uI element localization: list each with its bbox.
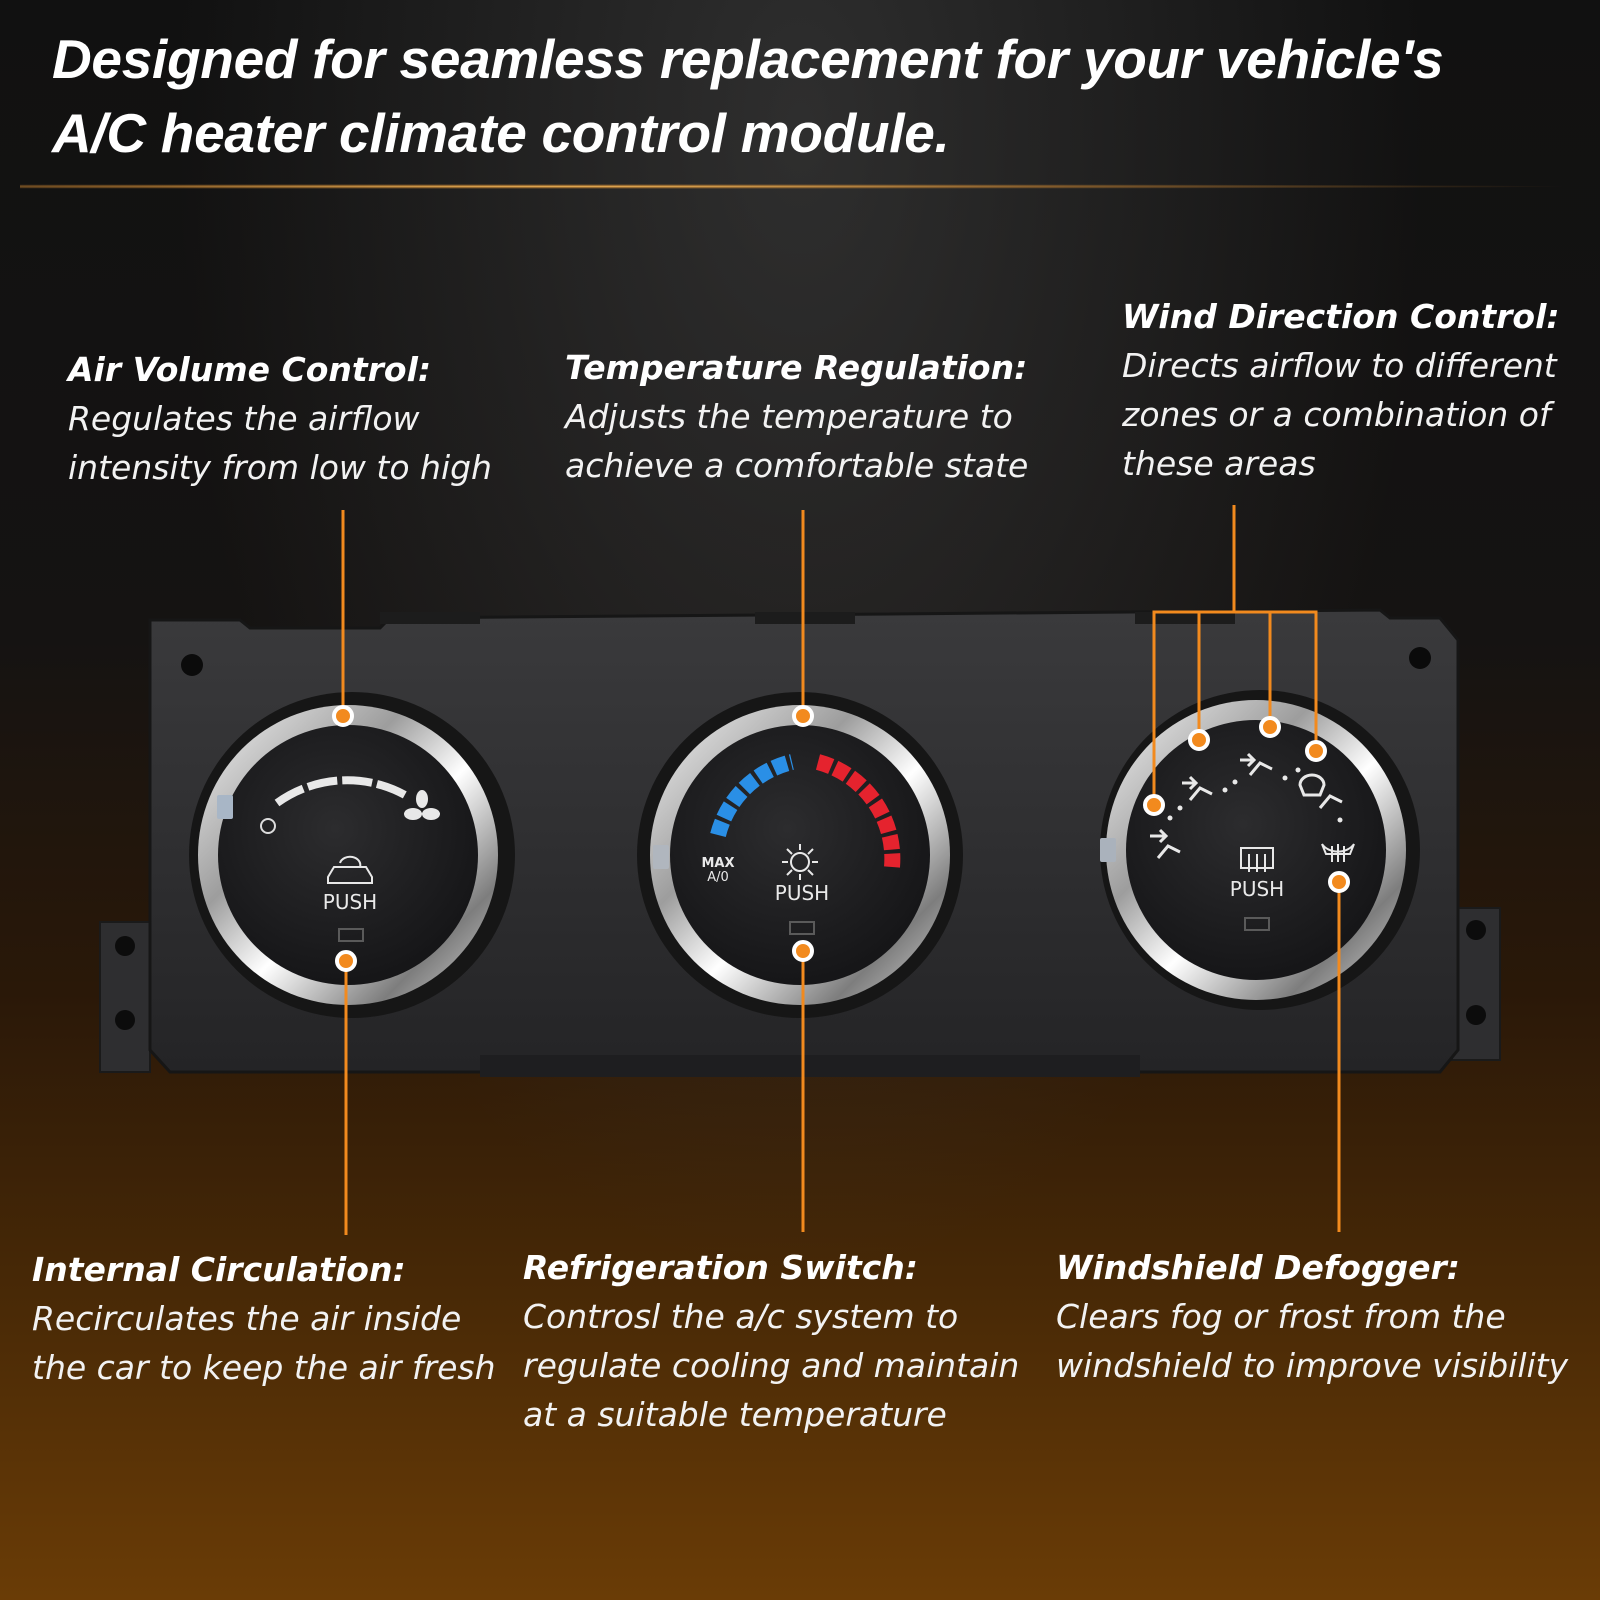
max-ac-label: MAX [701,856,734,871]
fan-speed-scale [274,776,407,807]
bottom-lip [480,1055,1140,1077]
knob-indicator [217,795,233,819]
callout-temperature: Temperature Regulation: Adjusts the temp… [565,344,1028,490]
callout-title: Windshield Defogger: [1056,1248,1460,1287]
headline: Designed for seamless replacement for yo… [52,22,1572,170]
dot-mix-vent [1305,740,1327,762]
callout-refrigeration: Refrigeration Switch: Controsl the a/c s… [523,1244,1019,1439]
airflow-direction-icons [1150,752,1343,859]
mount-hole [181,654,203,676]
callout-body: Adjusts the temperature to achieve a com… [565,397,1029,485]
callout-body: Directs airflow to different zones or a … [1122,346,1557,483]
hot-scale [815,754,901,868]
recirculation-car-icon [327,855,373,884]
panel-vent-icon [1150,828,1169,844]
snowflake-sun-icon [782,844,818,880]
headline-line-1: Designed for seamless replacement for yo… [52,28,1444,90]
callout-defogger: Windshield Defogger: Clears fog or frost… [1056,1244,1568,1390]
callout-wind-direction: Wind Direction Control: Directs airflow … [1122,293,1560,488]
detent-dots [1167,767,1343,823]
bracket-hole [1466,920,1486,940]
left-bracket [99,921,151,1073]
knob-indicator [653,845,669,869]
led-indicator [1244,917,1270,931]
dot-air-volume [332,705,354,727]
wind-direction-knob[interactable]: PUSH [1100,690,1420,1010]
bracket-hole [115,936,135,956]
callout-title: Temperature Regulation: [565,348,1028,387]
callout-title: Internal Circulation: [32,1250,406,1289]
push-label: PUSH [1230,877,1284,901]
gold-divider [20,184,1580,189]
callout-title: Air Volume Control: [68,350,432,389]
mount-hole [1409,647,1431,669]
callout-title: Refrigeration Switch: [523,1248,918,1287]
rear-defrost-icon [1240,847,1274,872]
callout-body: Clears fog or frost from the windshield … [1056,1297,1569,1385]
callout-internal-circulation: Internal Circulation: Recirculates the a… [32,1246,496,1392]
max-ac-sublabel: A/0 [707,870,729,885]
callout-air-volume: Air Volume Control: Regulates the airflo… [68,346,492,492]
dot-temperature [792,705,814,727]
callout-body: Regulates the airflow intensity from low… [68,399,492,487]
led-indicator [338,928,364,942]
knob-indicator [1100,838,1116,862]
top-tab [380,612,480,624]
top-tab [1135,612,1235,624]
bracket-hole [115,1010,135,1030]
headline-line-2: A/C heater climate control module. [52,102,950,164]
dot-panel-vent [1143,794,1165,816]
callout-body: Recirculates the air inside the car to k… [32,1299,496,1387]
fan-off-icon [260,818,276,834]
dot-internal-circulation [335,950,357,972]
push-label: PUSH [323,890,377,914]
leader-wind-branches [1152,610,1318,803]
cold-scale [710,754,795,838]
callout-dots [332,705,1350,972]
mix-defrost-icon [1298,773,1326,797]
mix-vent-icon [1318,794,1343,809]
callout-title: Wind Direction Control: [1122,297,1560,336]
dot-bilevel-vent [1188,729,1210,751]
dot-refrigeration [792,940,814,962]
floor-vent-icon [1248,761,1273,776]
led-indicator [789,921,815,935]
push-label: PUSH [775,881,829,905]
top-tab [755,612,855,624]
dot-defogger [1328,871,1350,893]
floor-vent-icon [1156,844,1181,859]
leader-lines [341,505,1341,1235]
bracket-hole [1466,1005,1486,1025]
bilevel-vent-icon [1188,786,1213,801]
windshield-defrost-icon [1321,843,1355,862]
air-volume-knob[interactable]: PUSH [189,692,515,1018]
callout-body: Controsl the a/c system to regulate cool… [523,1297,1020,1434]
fan-icon [404,790,440,820]
dot-floor-vent [1259,716,1281,738]
temperature-knob[interactable]: MAX A/0 PUSH [637,692,963,1018]
